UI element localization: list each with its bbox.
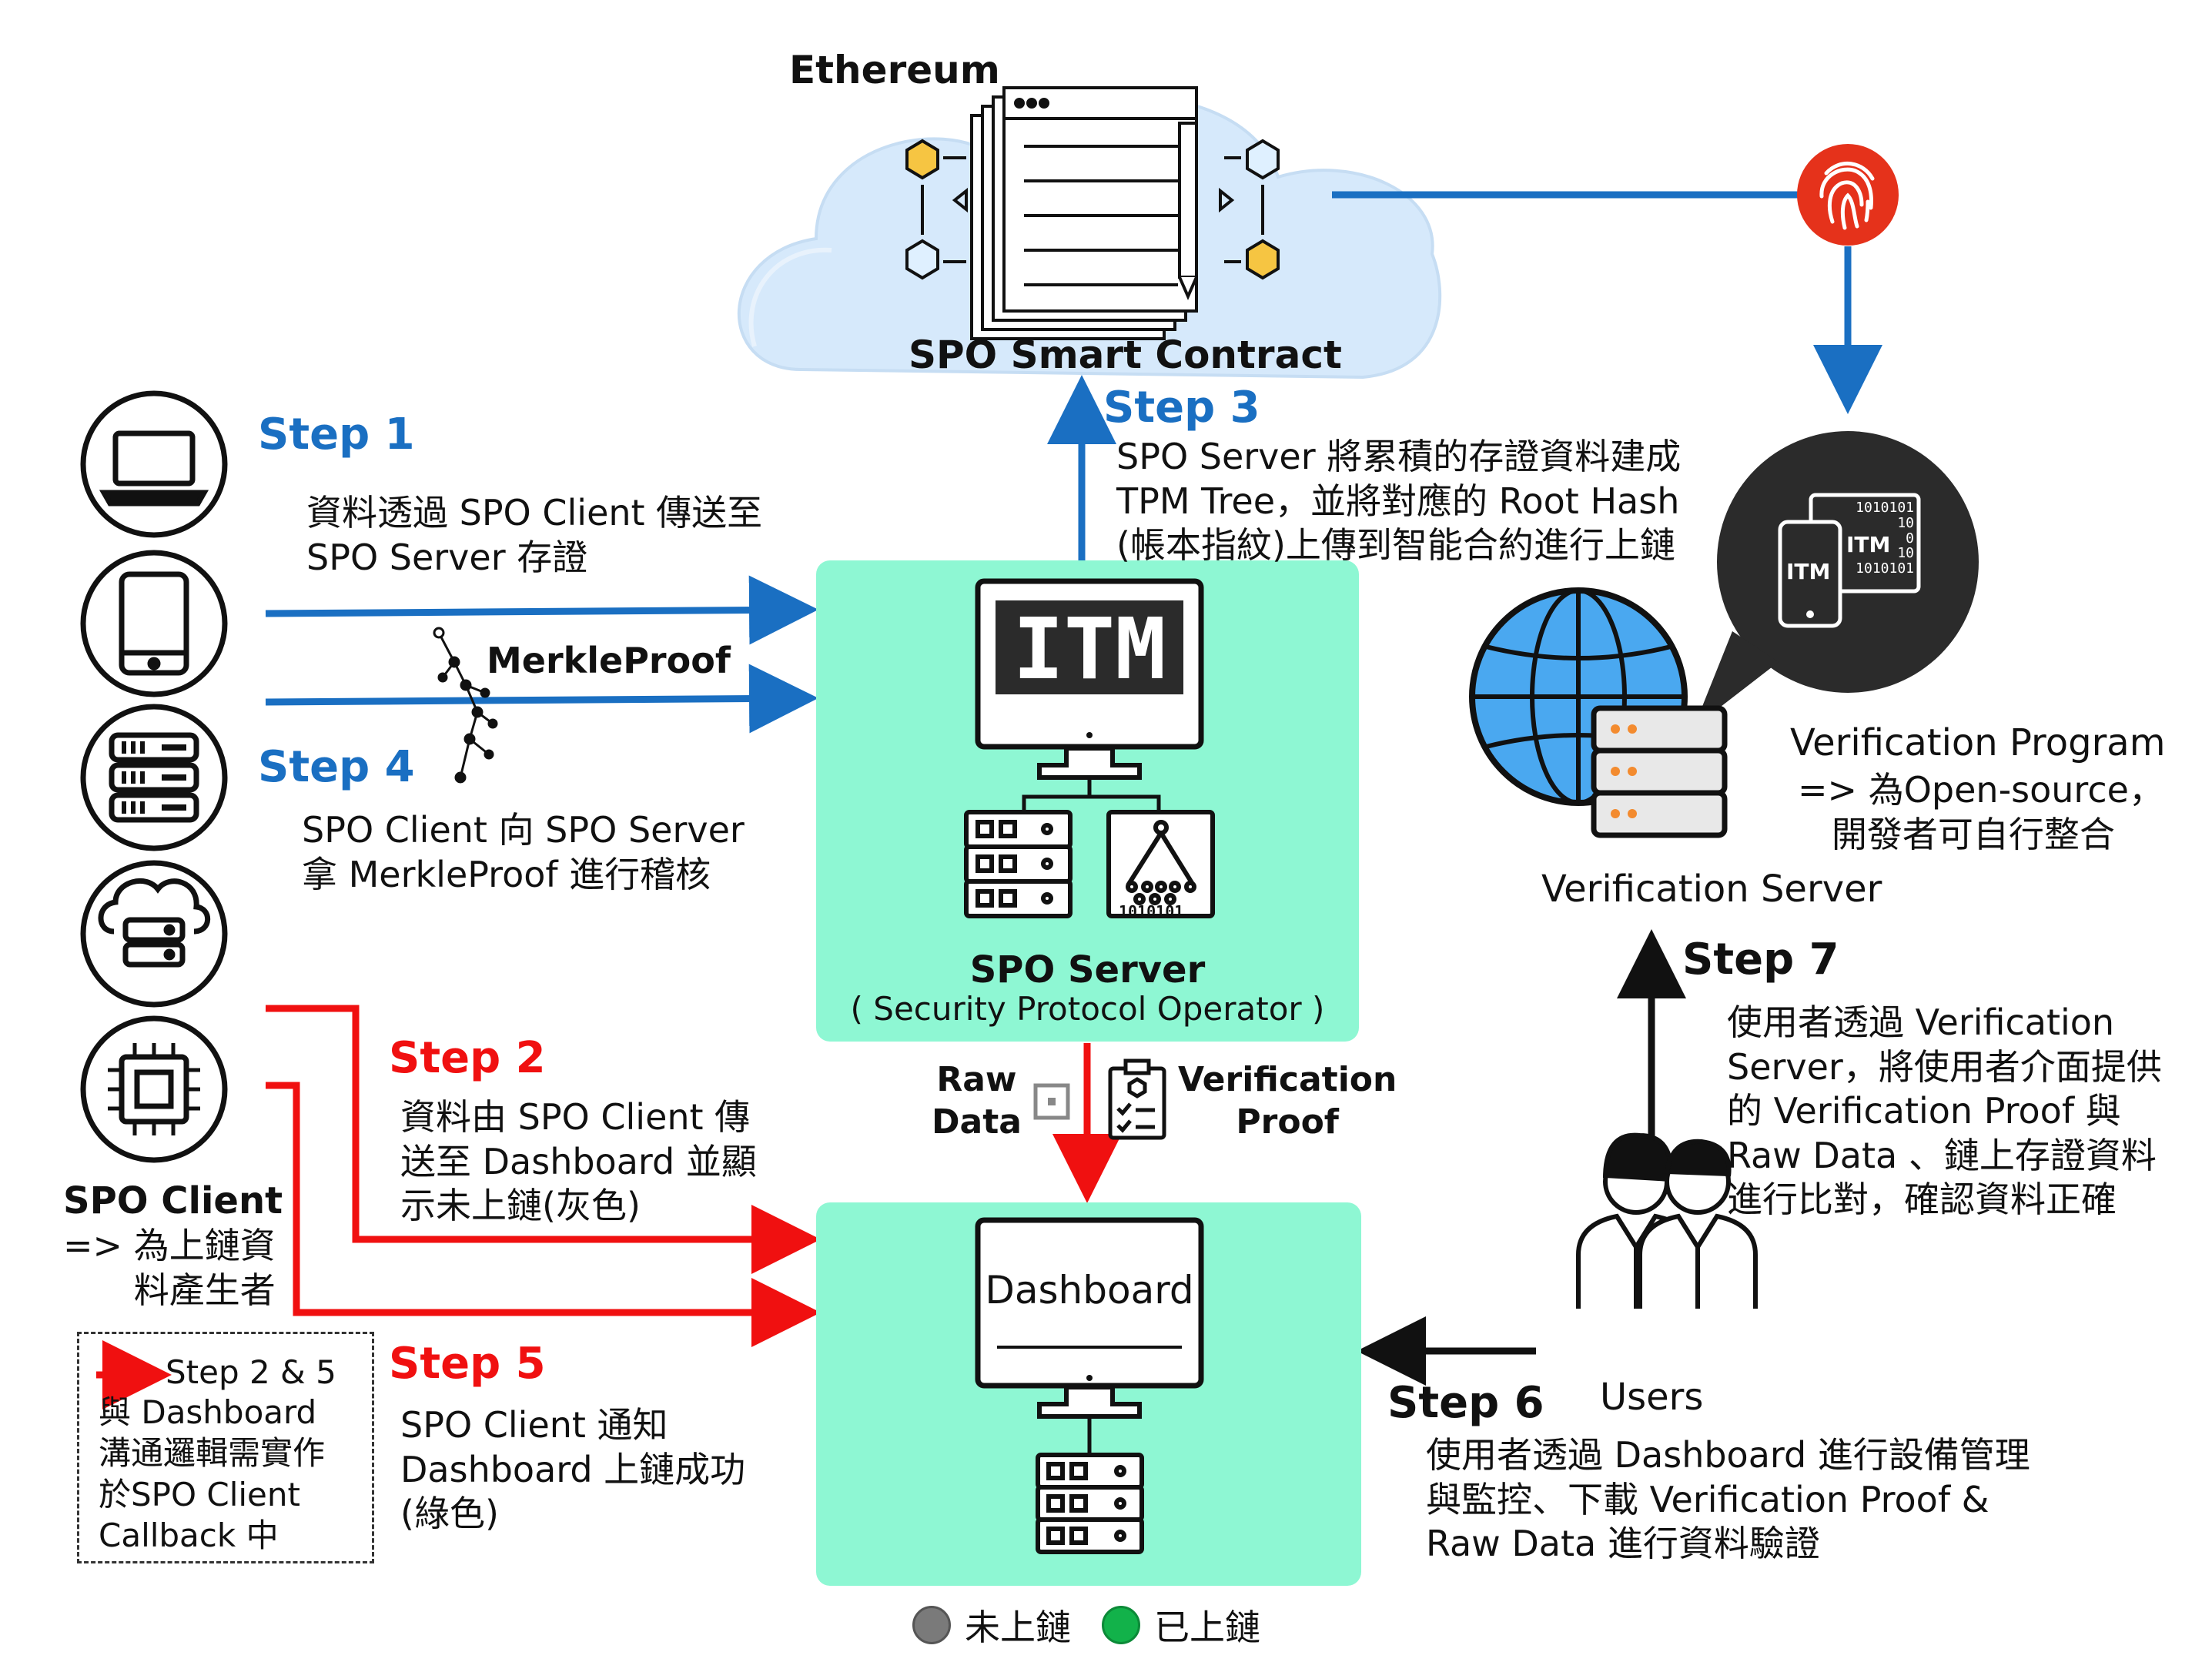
- step4-arrow: [265, 664, 818, 734]
- dashboard-monitor-icon: [975, 1217, 1204, 1455]
- legend-label-unchained: 未上鏈: [965, 1607, 1071, 1648]
- merkle-proof-tree-icon: [433, 627, 498, 784]
- tablet-icon: [80, 550, 228, 697]
- step5-desc: SPO Client 通知 Dashboard 上鏈成功 (綠色): [400, 1404, 746, 1534]
- clipboard-icon: [1108, 1058, 1166, 1140]
- step6-title: Step 6: [1387, 1378, 1544, 1428]
- dashboard-title: Dashboard: [985, 1268, 1194, 1313]
- chip-icon: [80, 1015, 228, 1163]
- document-icon: [1033, 1083, 1070, 1120]
- note-desc: 與 Dashboard 溝通邏輯需實作 於SPO Client Callback…: [99, 1393, 326, 1554]
- smart-contract-document-icon: [970, 86, 1198, 340]
- step5-title: Step 5: [389, 1339, 546, 1389]
- tpm-tree-icon: [1106, 810, 1215, 918]
- bubble-screen-itm: ITM: [1846, 532, 1891, 557]
- ethereum-label: Ethereum: [789, 48, 1000, 92]
- server-rack-icon: [80, 704, 228, 851]
- spo-server-subtitle: ( Security Protocol Operator ): [850, 990, 1325, 1028]
- spo-server-title: SPO Server: [969, 948, 1206, 992]
- smart-contract-label: SPO Smart Contract: [909, 333, 1342, 377]
- step1-title: Step 1: [258, 410, 415, 460]
- itm-monitor-icon: [975, 578, 1204, 812]
- step7-title: Step 7: [1682, 935, 1839, 985]
- users-icon: [1576, 1132, 1758, 1309]
- cloud-server-icon: [80, 860, 228, 1008]
- step2-title: Step 2: [389, 1033, 546, 1083]
- spo-client-desc: => 為上鏈資 料產生者: [63, 1225, 276, 1311]
- verification-program-title: Verification Program: [1790, 721, 2166, 764]
- server-stack-icon: [964, 810, 1073, 918]
- step2-arrow: [266, 1005, 821, 1274]
- step4-title: Step 4: [258, 742, 415, 792]
- spo-client-title: SPO Client: [63, 1179, 283, 1222]
- step4-desc: SPO Client 向 SPO Server 拿 MerkleProof 進行…: [302, 809, 745, 895]
- spo-server-itm-logo: ITM: [1012, 600, 1166, 698]
- step3-title: Step 3: [1103, 383, 1260, 433]
- verification-server-title: Verification Server: [1541, 868, 1882, 911]
- fingerprint-icon: [1797, 144, 1899, 246]
- legend-label-chained: 已上鏈: [1154, 1607, 1260, 1648]
- speech-bubble: [1694, 431, 1979, 727]
- step1-desc: 資料透過 SPO Client 傳送至 SPO Server 存證: [306, 492, 763, 578]
- merkle-proof-label: MerkleProof: [487, 640, 731, 681]
- laptop-icon: [80, 390, 228, 538]
- bubble-phone-itm: ITM: [1786, 559, 1831, 584]
- step5-arrow: [266, 1082, 821, 1347]
- verification-program-desc: => 為Open-source， 開發者可自行整合: [1798, 769, 2164, 855]
- blockchain-cubes-icon: [905, 139, 1280, 280]
- raw-data-label: Raw Data: [932, 1060, 1022, 1142]
- step7-desc: 使用者透過 Verification Server，將使用者介面提供 的 Ver…: [1727, 1002, 2162, 1220]
- verification-server-icon: [1591, 705, 1728, 838]
- note-box: [77, 1332, 374, 1563]
- legend-dot-chained: [1102, 1606, 1140, 1644]
- legend-dot-unchained: [912, 1606, 951, 1644]
- tpm-tree-binary: 1010101: [1119, 902, 1184, 921]
- step6-desc: 使用者透過 Dashboard 進行設備管理 與監控、下載 Verificati…: [1426, 1434, 2030, 1564]
- verification-proof-label: Verification Proof: [1178, 1060, 1397, 1142]
- step3-desc: SPO Server 將累積的存證資料建成 TPM Tree，並將對應的 Roo…: [1116, 436, 1682, 566]
- legend: 未上鏈 已上鏈: [912, 1600, 1260, 1650]
- users-label: Users: [1600, 1376, 1704, 1419]
- step1-arrow: [265, 575, 818, 645]
- step2-desc: 資料由 SPO Client 傳 送至 Dashboard 並顯 示未上鏈(灰色…: [400, 1096, 757, 1226]
- dashboard-server-icon: [1036, 1453, 1144, 1554]
- bubble-binary: 1010101 10 0 10 1010101: [1856, 500, 1914, 577]
- note-arrow-text: Step 2 & 5: [166, 1353, 336, 1391]
